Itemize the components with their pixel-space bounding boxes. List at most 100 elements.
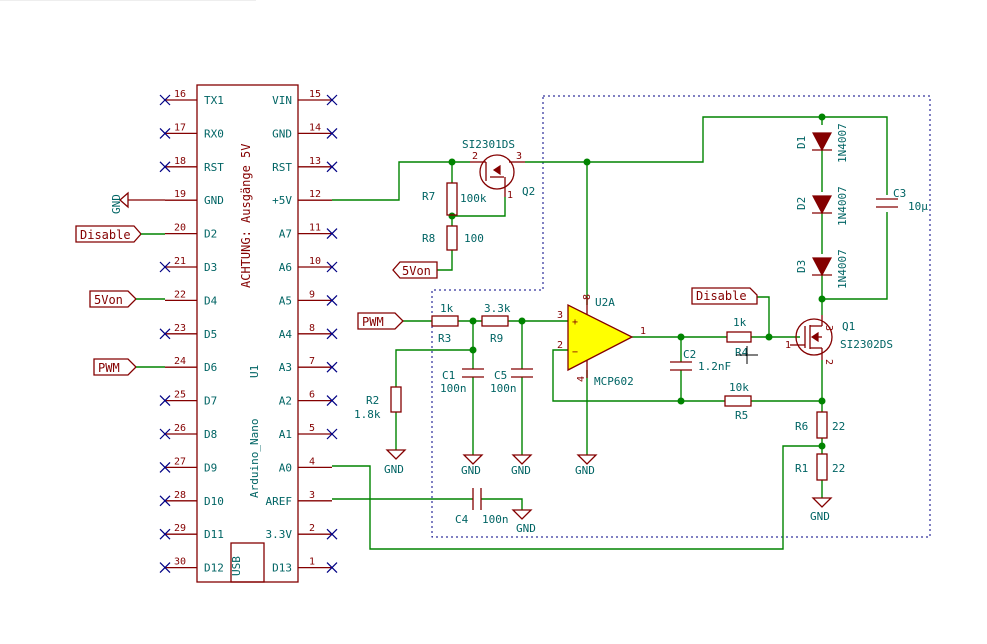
arduino-pin-name: D10 [204, 495, 224, 508]
c3-capacitor: C3 10µ [876, 187, 928, 213]
c5-capacitor: C5 100n [490, 368, 533, 395]
r2-resistor: R2 1.8k [354, 386, 402, 421]
arduino-pin-number: 6 [309, 390, 315, 401]
arduino-pin-name: GND [272, 127, 292, 140]
svg-text:4: 4 [576, 376, 587, 382]
r7-resistor: R7 100k [422, 182, 487, 216]
svg-text:8: 8 [582, 294, 593, 300]
no-connect-mark [159, 94, 171, 106]
arduino-value: Arduino_Nano [248, 419, 261, 498]
arduino-pin-name: D3 [204, 261, 217, 274]
svg-text:R7: R7 [422, 190, 435, 203]
no-connect-mark [159, 562, 171, 574]
arduino-pin-name: A1 [279, 428, 292, 441]
svg-text:+: + [572, 317, 578, 328]
no-connect-mark [326, 294, 338, 306]
svg-text:1N4007: 1N4007 [836, 249, 849, 289]
u2a-opamp: + − 3 2 1 8 4 U2A MCP602 [557, 294, 646, 388]
svg-text:GND: GND [516, 522, 536, 535]
no-connect-mark [159, 161, 171, 173]
svg-text:5Von: 5Von [402, 264, 431, 278]
no-connect-mark [326, 127, 338, 139]
svg-text:2: 2 [557, 340, 563, 351]
svg-text:1N4007: 1N4007 [836, 123, 849, 163]
svg-text:C3: C3 [893, 187, 906, 200]
gnd-symbol-c4: GND [511, 509, 536, 535]
d3-diode: D3 1N4007 [795, 249, 849, 289]
arduino-pin-name: D7 [204, 395, 217, 408]
svg-text:R4: R4 [735, 346, 749, 359]
arduino-pin-number: 20 [174, 223, 186, 234]
svg-text:R3: R3 [438, 332, 451, 345]
arduino-pin-number: 24 [174, 356, 186, 367]
svg-text:R6: R6 [795, 420, 808, 433]
d1-diode: D1 1N4007 [795, 123, 849, 163]
arduino-pin-number: 27 [174, 456, 186, 467]
q2-mosfet: 2 3 1 SI2301DS Q2 [462, 138, 535, 201]
svg-text:10k: 10k [729, 381, 749, 394]
arduino-pin-name: A6 [279, 261, 292, 274]
arduino-pin-name: A4 [279, 328, 293, 341]
arduino-pin-number: 15 [309, 89, 321, 100]
arduino-pin-name: VIN [272, 94, 292, 107]
svg-text:5Von: 5Von [94, 293, 123, 307]
no-connect-mark [326, 328, 338, 340]
no-connect-mark [326, 361, 338, 373]
svg-text:PWM: PWM [98, 361, 120, 375]
arduino-pin-number: 29 [174, 523, 186, 534]
svg-text:2: 2 [472, 151, 478, 162]
label-pwm-left: PWM [93, 358, 165, 376]
u2-value: MCP602 [594, 375, 634, 388]
arduino-ref: U1 [248, 365, 261, 378]
u2-ref: U2A [595, 296, 615, 309]
arduino-pin-number: 7 [309, 356, 315, 367]
svg-text:GND: GND [511, 464, 531, 477]
svg-text:−: − [572, 347, 578, 358]
svg-text:D2: D2 [795, 197, 808, 210]
svg-text:R2: R2 [366, 394, 379, 407]
svg-text:100n: 100n [440, 382, 467, 395]
no-connect-mark [159, 261, 171, 273]
svg-text:GND: GND [110, 194, 123, 214]
svg-text:3: 3 [557, 310, 563, 321]
arduino-pin-number: 22 [174, 289, 186, 300]
svg-text:GND: GND [810, 510, 830, 523]
svg-text:100n: 100n [482, 513, 509, 526]
svg-text:100: 100 [464, 232, 484, 245]
c2-capacitor: C2 1.2nF [670, 348, 731, 373]
svg-text:1: 1 [640, 326, 646, 337]
arduino-pin-name: D12 [204, 562, 224, 575]
arduino-pin-number: 11 [309, 223, 321, 234]
svg-text:Disable: Disable [80, 228, 131, 242]
no-connect-mark [159, 461, 171, 473]
arduino-pin-number: 2 [309, 523, 315, 534]
arduino-pin-name: AREF [266, 495, 293, 508]
r3-resistor: 1k R3 [431, 302, 459, 345]
svg-text:Disable: Disable [696, 289, 747, 303]
arduino-pin-name: D6 [204, 361, 217, 374]
junctions [448, 113, 826, 450]
no-connect-mark [159, 328, 171, 340]
no-connect-mark [326, 94, 338, 106]
svg-text:100n: 100n [490, 382, 517, 395]
no-connect-mark [326, 261, 338, 273]
svg-text:R9: R9 [490, 332, 503, 345]
svg-text:R8: R8 [422, 232, 435, 245]
r8-resistor: R8 100 [422, 225, 484, 251]
svg-text:D1: D1 [795, 136, 808, 149]
arduino-pin-name: D11 [204, 528, 224, 541]
arduino-pin-number: 18 [174, 156, 186, 167]
svg-text:R5: R5 [735, 409, 748, 422]
arduino-pin-name: A0 [279, 461, 292, 474]
no-connect-mark [159, 528, 171, 540]
svg-text:1: 1 [507, 190, 513, 201]
gnd-symbol-left: GND [110, 191, 165, 214]
svg-text:3: 3 [516, 151, 522, 162]
arduino-pin-name: D2 [204, 228, 217, 241]
q2-value: SI2301DS [462, 138, 515, 151]
arduino-pin-number: 19 [174, 189, 186, 200]
svg-text:C1: C1 [442, 369, 455, 382]
arduino-pin-name: A7 [279, 228, 292, 241]
arduino-pin-name: 3.3V [266, 528, 293, 541]
